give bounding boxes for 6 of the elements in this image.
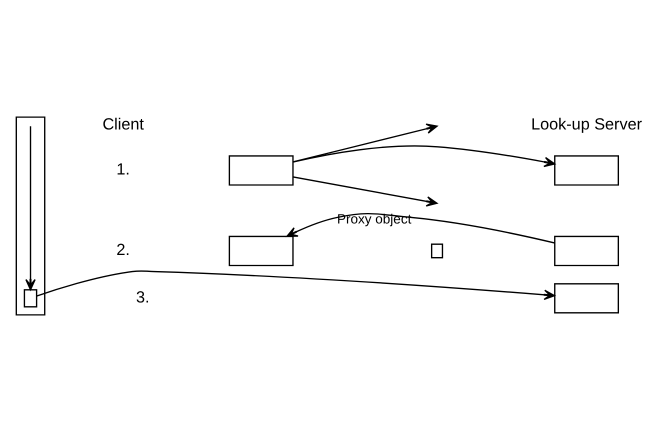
edge-label: Proxy object (336, 212, 412, 227)
label: 3. (136, 288, 150, 307)
label: Client (102, 116, 144, 134)
label: 1. (116, 160, 130, 179)
label: Look-up Server (531, 116, 642, 134)
label: 2. (116, 241, 130, 260)
